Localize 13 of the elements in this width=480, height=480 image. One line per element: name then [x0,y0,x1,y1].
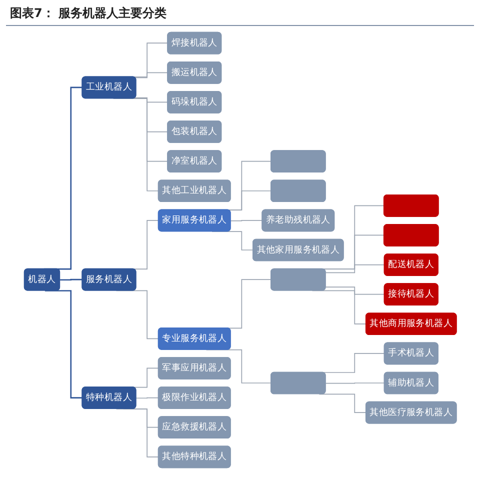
connector [134,72,168,78]
connector [230,220,262,222]
connector [116,290,159,340]
connector [44,290,83,399]
connector [135,397,159,399]
connector [325,286,385,296]
connector [325,382,385,384]
connector [318,394,366,414]
connector [60,278,83,281]
connector [134,97,168,103]
diagram-title: 图表7： 服务机器人主要分类 [6,0,474,26]
connector [325,264,385,274]
connector [312,290,366,325]
